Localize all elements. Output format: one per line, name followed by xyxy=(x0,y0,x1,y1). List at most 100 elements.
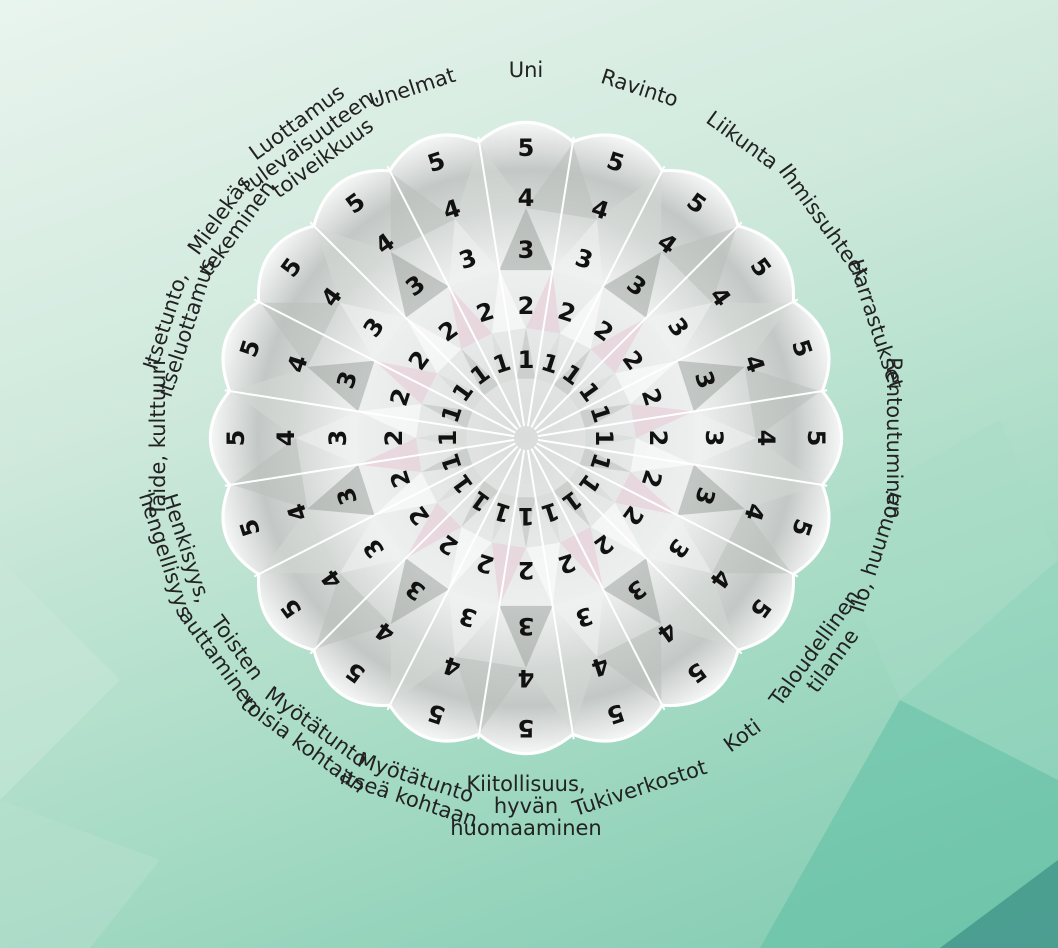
gem-facet xyxy=(499,605,553,668)
gem-facet xyxy=(535,333,560,385)
spoke-line xyxy=(477,136,526,427)
gem-facet xyxy=(296,411,359,465)
category-label-line: Kiitollisuus, xyxy=(466,772,585,796)
rating-level-2[interactable]: 2 xyxy=(518,292,535,320)
gem-facet xyxy=(339,515,406,574)
gem-facet xyxy=(646,515,713,574)
gem-facet xyxy=(231,438,308,510)
category-label-line: huomaaminen xyxy=(450,816,602,840)
category-label-line: Ravinto xyxy=(598,64,681,111)
rating-level-3[interactable]: 3 xyxy=(700,430,728,447)
rating-level-1[interactable]: 1 xyxy=(434,430,462,447)
spoke-line xyxy=(224,389,515,438)
gem-facet xyxy=(615,360,678,404)
gem-facet xyxy=(553,480,591,527)
spoke-line xyxy=(533,221,743,431)
spoke-line xyxy=(536,442,799,578)
gem-facet xyxy=(516,497,536,548)
gem-facet xyxy=(339,302,406,361)
rating-level-5[interactable]: 5 xyxy=(518,714,535,742)
gem-facet xyxy=(744,366,821,438)
gem-facet xyxy=(585,428,636,448)
category-label-line: Uni xyxy=(509,58,544,82)
gem-facet xyxy=(454,143,526,220)
gem-facet xyxy=(374,472,437,516)
gem-facet xyxy=(448,527,492,590)
spoke-line xyxy=(526,449,575,740)
gem-facet xyxy=(492,491,517,543)
spoke-line xyxy=(253,298,516,434)
gem-facet xyxy=(390,558,449,625)
gem-facet xyxy=(416,428,467,448)
rating-level-4[interactable]: 4 xyxy=(752,430,780,447)
gem-facet xyxy=(307,360,375,412)
category-label-line: Koti xyxy=(719,714,765,757)
gem-facet xyxy=(526,656,598,733)
gem-facet xyxy=(499,208,553,271)
gem-facet xyxy=(260,509,340,574)
gem-facet xyxy=(712,509,792,574)
rating-level-1[interactable]: 1 xyxy=(518,346,535,374)
gem-facet xyxy=(307,464,375,516)
rating-level-4[interactable]: 4 xyxy=(518,664,535,692)
gem-facet xyxy=(231,366,308,438)
gem-facet xyxy=(448,219,500,287)
rating-level-2[interactable]: 2 xyxy=(518,556,535,584)
gem-facet xyxy=(568,465,615,503)
category-label-line: Tukiverkostot xyxy=(569,755,710,821)
rating-level-4[interactable]: 4 xyxy=(272,430,300,447)
category-label: Liikunta xyxy=(702,106,783,174)
spoke-line xyxy=(530,448,666,711)
spoke-line xyxy=(536,298,799,434)
gem-facet xyxy=(579,447,631,472)
gem-facet xyxy=(516,328,536,379)
gem-facet xyxy=(535,491,560,543)
rating-level-4[interactable]: 4 xyxy=(518,184,535,212)
rating-level-1[interactable]: 1 xyxy=(590,430,618,447)
spoke-line xyxy=(309,445,519,655)
gem-facet xyxy=(597,624,662,704)
category-label: Rentoutuminen xyxy=(882,357,906,519)
rating-level-1[interactable]: 1 xyxy=(518,502,535,530)
category-label: Uni xyxy=(509,58,544,82)
spoke-line xyxy=(253,442,516,578)
gem-facet xyxy=(421,447,473,472)
gem-facet xyxy=(358,438,422,472)
rating-level-3[interactable]: 3 xyxy=(518,612,535,640)
gem-facet xyxy=(744,438,821,510)
gem-facet xyxy=(560,527,604,590)
rating-level-5[interactable]: 5 xyxy=(518,134,535,162)
gem-facet xyxy=(630,438,694,472)
spoke-line xyxy=(477,449,526,740)
gem-facet xyxy=(492,542,526,606)
rating-level-2[interactable]: 2 xyxy=(380,430,408,447)
gem-facet xyxy=(568,373,615,411)
category-label: Taide, kulttuuri xyxy=(146,360,170,517)
gem-facet xyxy=(603,251,662,318)
category-label-line: Liikunta xyxy=(702,106,783,174)
gem-facet xyxy=(603,558,662,625)
rating-level-3[interactable]: 3 xyxy=(518,236,535,264)
rating-level-5[interactable]: 5 xyxy=(802,430,830,447)
gem-facet xyxy=(437,373,484,411)
rating-level-5[interactable]: 5 xyxy=(222,430,250,447)
rating-level-2[interactable]: 2 xyxy=(644,430,672,447)
gem-facet xyxy=(358,404,422,438)
gem-facet xyxy=(260,302,340,367)
spoke-line xyxy=(533,445,743,655)
gem-facet xyxy=(492,333,517,385)
gem-facet xyxy=(374,360,437,404)
rating-level-3[interactable]: 3 xyxy=(324,430,352,447)
gem-facet xyxy=(526,542,560,606)
gem-facet xyxy=(461,480,499,527)
gem-facet xyxy=(492,270,526,334)
gem-facet xyxy=(390,172,455,252)
gem-facet xyxy=(552,589,604,657)
gem-facet xyxy=(677,360,745,412)
gem-facet xyxy=(553,349,591,396)
spoke-line xyxy=(526,136,575,427)
gem-facet xyxy=(461,349,499,396)
